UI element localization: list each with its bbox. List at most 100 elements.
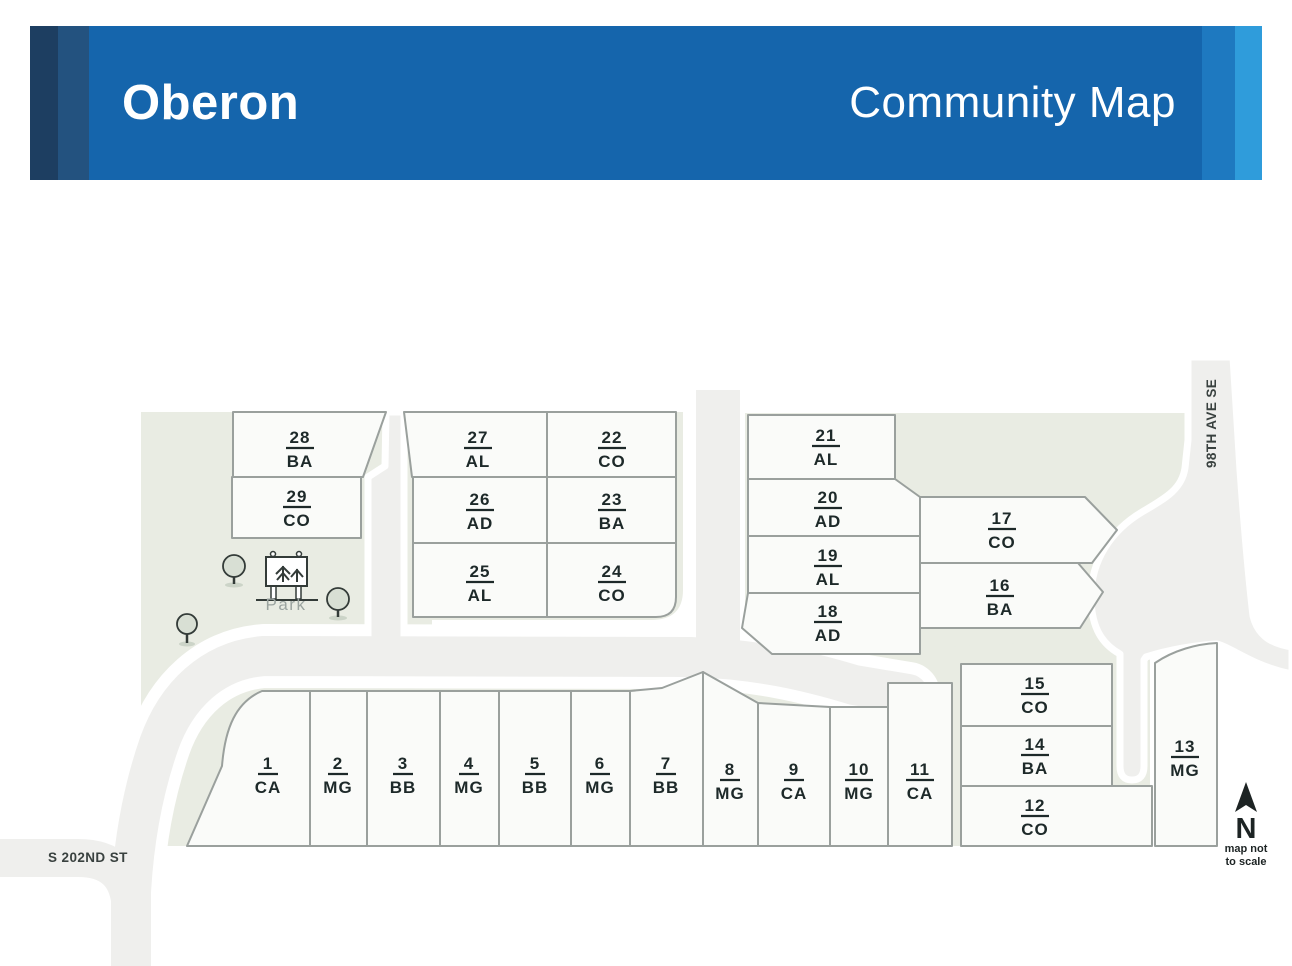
lot-6[interactable]: 6MG <box>570 690 631 847</box>
banner-stripe-light-1 <box>1202 26 1235 180</box>
lot-plan-code: AD <box>815 626 842 645</box>
tree-icon <box>222 554 246 588</box>
lot-number: 2 <box>333 754 343 773</box>
banner-stripe-mid <box>58 26 89 180</box>
community-title: Oberon <box>122 76 300 130</box>
north-letter: N <box>1236 813 1257 845</box>
tree-icon <box>326 587 350 621</box>
lot-shape[interactable] <box>186 690 311 847</box>
lot-shape[interactable] <box>960 785 1153 847</box>
loop-road <box>111 636 928 966</box>
lot-shape[interactable] <box>546 542 677 618</box>
north-arrow: N map not to scale <box>1225 782 1268 868</box>
lot-number: 5 <box>530 754 540 773</box>
lot-plan-code: CO <box>283 511 311 530</box>
lot-number: 6 <box>595 754 605 773</box>
lot-plan-code: MG <box>585 778 614 797</box>
lot-plan-code: MG <box>715 784 744 803</box>
lot-plan-code: MG <box>323 778 352 797</box>
lot-number: 21 <box>816 426 837 445</box>
lot-number: 19 <box>818 546 839 565</box>
lot-plan-code: MG <box>1170 761 1199 780</box>
lot-number: 10 <box>849 760 870 779</box>
lot-8[interactable]: 8MG <box>702 671 759 847</box>
scale-note-line2: to scale <box>1226 856 1267 868</box>
lot-number: 26 <box>470 490 491 509</box>
lot-number: 22 <box>602 428 623 447</box>
lot-number: 7 <box>661 754 671 773</box>
park: Park <box>176 550 350 647</box>
lot-plan-code: CA <box>907 784 934 803</box>
lot-number: 16 <box>990 576 1011 595</box>
lot-plan-code: BB <box>522 778 549 797</box>
lot-number: 4 <box>464 754 474 773</box>
lot-number: 15 <box>1025 674 1046 693</box>
lot-number: 9 <box>789 760 799 779</box>
lot-shape[interactable] <box>919 496 1118 564</box>
lot-plan-code: CO <box>1021 698 1049 717</box>
lot-plan-code: AL <box>466 452 491 471</box>
lot-plan-code: AL <box>814 450 839 469</box>
lot-4[interactable]: 4MG <box>439 690 500 847</box>
lot-number: 23 <box>602 490 623 509</box>
lot-3[interactable]: 3BB <box>366 690 441 847</box>
lot-number: 24 <box>602 562 623 581</box>
tree-icon <box>176 613 198 647</box>
lot-number: 28 <box>290 428 311 447</box>
lot-shape[interactable] <box>403 411 548 478</box>
lot-1[interactable]: 1CA <box>186 690 311 847</box>
page-title: Community Map <box>849 78 1176 127</box>
banner-stripe-light-2 <box>1235 26 1262 180</box>
lot-plan-code: CO <box>988 533 1016 552</box>
lot-plan-code: BA <box>599 514 626 533</box>
lot-number: 14 <box>1025 735 1046 754</box>
lot-shape[interactable] <box>887 682 953 847</box>
north-arrow-icon <box>1235 782 1257 812</box>
lot-number: 1 <box>263 754 273 773</box>
lot-shape[interactable] <box>1154 642 1218 847</box>
lot-5[interactable]: 5BB <box>498 690 572 847</box>
lot-shape[interactable] <box>232 411 387 478</box>
lot-plan-code: CO <box>598 586 626 605</box>
lot-plan-code: CA <box>255 778 282 797</box>
lot-number: 20 <box>818 488 839 507</box>
lot-number: 18 <box>818 602 839 621</box>
lot-plan-code: CO <box>1021 820 1049 839</box>
park-sign-icon <box>256 550 318 601</box>
lot-2[interactable]: 2MG <box>309 690 368 847</box>
lot-shape[interactable] <box>702 671 759 847</box>
lot-number: 11 <box>910 760 930 779</box>
lot-number: 27 <box>468 428 489 447</box>
banner-stripe-dark <box>30 26 58 180</box>
lot-plan-code: AD <box>467 514 494 533</box>
lot-number: 12 <box>1025 796 1046 815</box>
scale-note-line1: map not <box>1225 843 1268 855</box>
lot-plan-code: AL <box>816 570 841 589</box>
lot-plan-code: BA <box>987 600 1014 619</box>
lot-number: 3 <box>398 754 408 773</box>
lot-9[interactable]: 9CA <box>757 702 831 847</box>
header-banner: Oberon Community Map <box>30 26 1262 180</box>
lot-7[interactable]: 7BB <box>629 671 704 847</box>
